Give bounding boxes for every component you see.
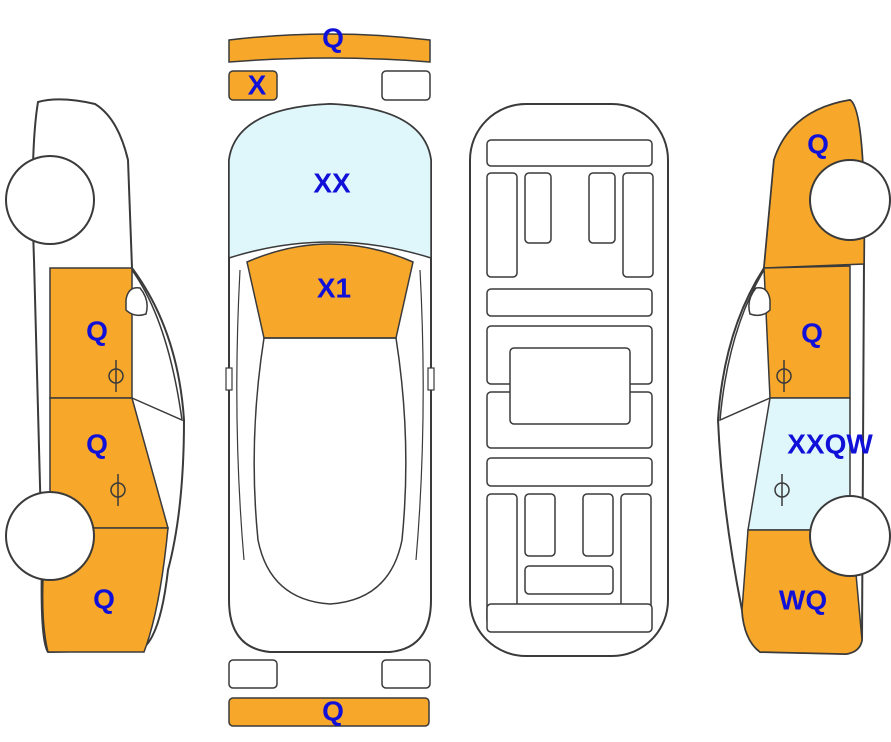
left-rear-quarter-label: Q: [93, 583, 115, 614]
right-front-door-label: Q: [801, 317, 823, 348]
right-rear-wheel: [809, 495, 891, 577]
windshield-label: XX: [313, 167, 351, 198]
underside-center-panel: [509, 347, 631, 425]
right-rear-quarter-label: WQ: [779, 584, 827, 615]
left-front-wheel: [5, 155, 95, 245]
left-rear-wheel: [5, 491, 95, 581]
front-bumper-label: Q: [322, 22, 344, 53]
rear-bumper-damage: [228, 697, 430, 727]
left-window-line: [131, 269, 183, 422]
underside-view: [469, 103, 669, 657]
left-headlight-label: X: [248, 69, 267, 100]
top-view: Q X XX X1 Q: [225, 22, 435, 727]
right-taillight: [381, 659, 431, 689]
right-front-wheel: [809, 159, 891, 241]
right-front-fender-label: Q: [807, 128, 829, 159]
hood-damage: [246, 243, 414, 339]
right-rear-door-label: XXQW: [787, 428, 873, 459]
top-right-mirror: [427, 367, 435, 391]
windshield: [228, 103, 432, 260]
front-bumper-damage: [228, 33, 431, 63]
right-side-view: Q Q XXQW WQ: [716, 98, 891, 656]
rear-bumper-label: Q: [322, 695, 344, 726]
left-rear-door-label: Q: [86, 428, 108, 459]
left-headlight-damage: [228, 70, 278, 101]
top-cabin-outline: [253, 337, 407, 605]
right-headlight: [381, 70, 431, 101]
top-left-mirror: [225, 367, 233, 391]
left-mirror: [125, 287, 148, 317]
left-taillight: [228, 659, 278, 689]
hood-label: X1: [317, 272, 351, 303]
left-front-door-label: Q: [86, 315, 108, 346]
right-window-line: [719, 269, 771, 422]
right-mirror: [748, 287, 771, 317]
left-side-view: Q Q Q: [5, 98, 186, 654]
